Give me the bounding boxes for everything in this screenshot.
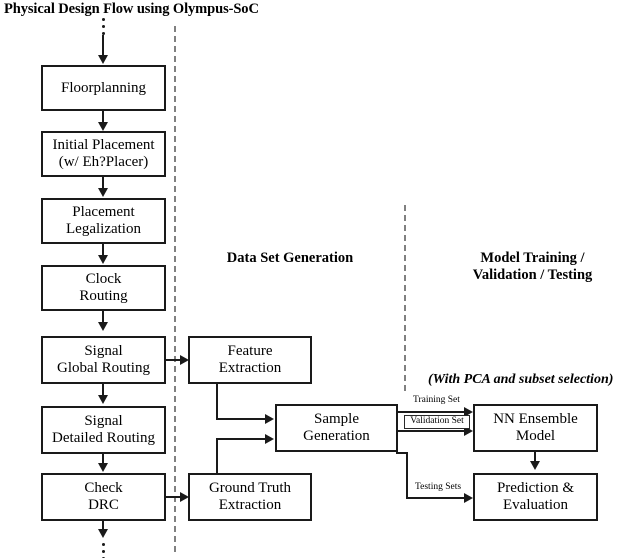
box-check-drc-line1: Check <box>84 480 123 497</box>
arrowhead-to-feature-extraction <box>180 355 189 365</box>
arrowhead-testing-set <box>464 493 473 503</box>
box-signal-detailed-routing-line2: Detailed Routing <box>52 430 155 446</box>
box-check-drc-line2: DRC <box>88 497 119 513</box>
box-initial-placement-line2: (w/ Eh?Placer) <box>58 154 149 170</box>
label-training-set: Training Set <box>412 395 461 406</box>
connector-feature-extraction-down <box>216 384 218 419</box>
box-signal-detailed-routing-line1: Signal <box>84 413 123 430</box>
arrowhead-to-initial-placement <box>98 122 108 131</box>
box-nn-ensemble-model[interactable]: NN Ensemble Model <box>473 404 598 452</box>
arrowhead-to-clock-routing <box>98 255 108 264</box>
connector-ground-truth-right <box>216 438 268 440</box>
section-header-model: Model Training / Validation / Testing <box>440 250 625 285</box>
arrowhead-training-set <box>464 407 473 417</box>
arrowhead-to-ground-truth <box>180 492 189 502</box>
arrowhead-to-check-drc <box>98 463 108 472</box>
arrowhead-feature-to-sample <box>265 414 274 424</box>
box-floorplanning[interactable]: Floorplanning <box>41 65 166 111</box>
connector-initial-placement-to-legalization <box>102 177 104 191</box>
figure-title: Physical Design Flow using Olympus-SoC <box>4 1 259 17</box>
pca-note: (With PCA and subset selection) <box>428 372 614 387</box>
connector-testing-set-top <box>396 452 408 454</box>
dashed-divider-right <box>404 205 406 391</box>
connector-check-drc-to-ground-truth <box>166 496 183 498</box>
box-placement-legalization-line1: Placement <box>72 204 135 221</box>
connector-global-routing-to-feature-extraction <box>166 359 183 361</box>
arrowhead-ground-truth-to-sample <box>265 434 274 444</box>
box-initial-placement[interactable]: Initial Placement (w/ Eh?Placer) <box>41 131 166 177</box>
section-header-model-line2: Validation / Testing <box>472 267 593 284</box>
box-signal-global-routing[interactable]: Signal Global Routing <box>41 336 166 384</box>
box-signal-global-routing-line1: Signal <box>84 343 123 360</box>
section-header-dataset: Data Set Generation <box>226 250 354 266</box>
box-prediction-evaluation-line2: Evaluation <box>503 497 568 513</box>
flow-continuation-dots-top <box>102 18 105 39</box>
connector-validation-set <box>398 430 468 432</box>
connector-floorplanning-to-initial-placement <box>102 111 104 125</box>
connector-top-to-floorplanning <box>102 35 104 57</box>
connector-feature-extraction-right <box>216 418 268 420</box>
box-nn-ensemble-model-line1: NN Ensemble <box>493 411 578 428</box>
box-clock-routing-line1: Clock <box>85 271 122 288</box>
arrowhead-to-global-routing <box>98 322 108 331</box>
box-ground-truth-extraction[interactable]: Ground Truth Extraction <box>188 473 312 521</box>
box-clock-routing-line2: Routing <box>79 288 128 304</box>
box-prediction-evaluation[interactable]: Prediction & Evaluation <box>473 473 598 521</box>
connector-testing-set-down <box>406 452 408 499</box>
dashed-divider-left <box>174 26 176 552</box>
arrowhead-validation-set <box>464 426 473 436</box>
connector-detailed-routing-to-check-drc <box>102 454 104 466</box>
arrowhead-to-bottom-dots <box>98 529 108 538</box>
label-testing-sets: Testing Sets <box>414 482 463 493</box>
box-sample-generation[interactable]: Sample Generation <box>275 404 398 452</box>
box-clock-routing[interactable]: Clock Routing <box>41 265 166 311</box>
box-feature-extraction[interactable]: Feature Extraction <box>188 336 312 384</box>
arrowhead-to-floorplanning <box>98 55 108 64</box>
box-prediction-evaluation-line1: Prediction & <box>496 480 575 497</box>
section-header-model-line1: Model Training / <box>480 250 585 266</box>
connector-check-drc-to-bottom <box>102 521 104 532</box>
connector-training-set <box>398 411 468 413</box>
box-feature-extraction-line1: Feature <box>227 343 273 360</box>
arrowhead-to-detailed-routing <box>98 395 108 404</box>
box-sample-generation-line2: Generation <box>303 428 370 444</box>
box-placement-legalization-line2: Legalization <box>66 221 141 237</box>
label-validation-set: Validation Set <box>404 415 470 429</box>
box-initial-placement-line1: Initial Placement <box>52 137 155 154</box>
box-nn-ensemble-model-line2: Model <box>515 428 556 444</box>
box-ground-truth-extraction-line2: Extraction <box>218 497 282 513</box>
arrowhead-to-legalization <box>98 188 108 197</box>
box-placement-legalization[interactable]: Placement Legalization <box>41 198 166 244</box>
box-signal-global-routing-line2: Global Routing <box>57 360 150 376</box>
arrowhead-to-prediction <box>530 461 540 470</box>
connector-legalization-to-clock-routing <box>102 244 104 258</box>
box-sample-generation-line1: Sample <box>313 411 359 428</box>
box-feature-extraction-line2: Extraction <box>218 360 282 376</box>
flow-continuation-dots-bottom <box>102 543 105 558</box>
connector-global-routing-to-detailed-routing <box>102 384 104 398</box>
connector-ground-truth-up <box>216 438 218 475</box>
box-floorplanning-line1: Floorplanning <box>61 79 146 96</box>
box-check-drc[interactable]: Check DRC <box>41 473 166 521</box>
box-ground-truth-extraction-line1: Ground Truth <box>208 480 292 497</box>
box-signal-detailed-routing[interactable]: Signal Detailed Routing <box>41 406 166 454</box>
connector-nn-model-to-prediction <box>534 452 536 464</box>
connector-testing-set-right <box>406 497 468 499</box>
connector-clock-routing-to-global-routing <box>102 311 104 325</box>
